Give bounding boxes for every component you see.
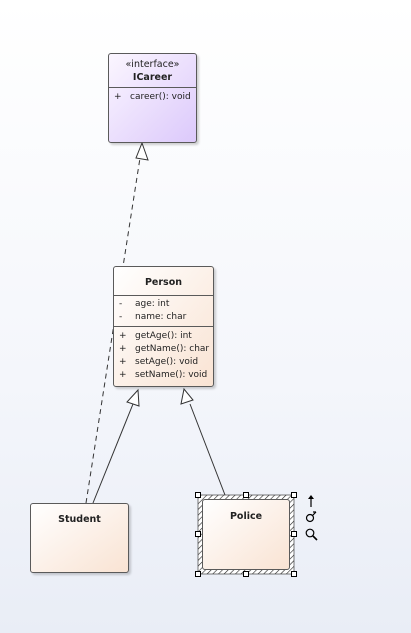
resize-handle-se[interactable] bbox=[291, 571, 297, 577]
resize-handle-s[interactable] bbox=[243, 571, 249, 577]
resize-handle-ne[interactable] bbox=[291, 492, 297, 498]
person-header: Person bbox=[114, 267, 213, 295]
operation-row[interactable]: + getAge(): int bbox=[114, 330, 213, 343]
attribute-row[interactable]: - name: char bbox=[114, 311, 213, 324]
icareer-operations: + career(): void bbox=[109, 87, 196, 104]
person-operations: + getAge(): int + getName(): char + setA… bbox=[114, 326, 213, 382]
resize-handle-n[interactable] bbox=[243, 492, 249, 498]
person-name: Person bbox=[144, 277, 183, 288]
police-class[interactable]: Police bbox=[202, 499, 290, 570]
generalization-police-person[interactable] bbox=[180, 387, 226, 496]
operation-text: getAge(): int bbox=[135, 331, 192, 341]
visibility-marker: + bbox=[114, 92, 122, 102]
visibility-marker: + bbox=[119, 357, 127, 367]
police-name: Police bbox=[229, 511, 263, 522]
operation-row[interactable]: + setName(): void bbox=[114, 369, 213, 382]
operation-text: setName(): void bbox=[135, 370, 208, 380]
person-class[interactable]: Person - age: int - name: char + getAge(… bbox=[113, 266, 214, 387]
visibility-marker: - bbox=[119, 312, 123, 322]
attribute-text: age: int bbox=[135, 299, 170, 309]
visibility-marker: + bbox=[119, 344, 127, 354]
operation-row[interactable]: + setAge(): void bbox=[114, 356, 213, 369]
attribute-text: name: char bbox=[135, 312, 187, 322]
resize-handle-e[interactable] bbox=[291, 531, 297, 537]
operation-row[interactable]: + career(): void bbox=[109, 91, 196, 104]
resize-handle-w[interactable] bbox=[195, 531, 201, 537]
resize-handle-nw[interactable] bbox=[195, 492, 201, 498]
icareer-interface[interactable]: «interface» ICareer + career(): void bbox=[108, 53, 197, 143]
icareer-header: «interface» ICareer bbox=[109, 54, 196, 87]
visibility-marker: - bbox=[119, 299, 123, 309]
operation-text: getName(): char bbox=[135, 344, 210, 354]
person-attributes: - age: int - name: char bbox=[114, 295, 213, 326]
visibility-marker: + bbox=[119, 331, 127, 341]
resize-handle-sw[interactable] bbox=[195, 571, 201, 577]
police-header: Police bbox=[203, 500, 289, 523]
student-name: Student bbox=[58, 514, 101, 525]
generalization-student-person[interactable] bbox=[92, 388, 140, 504]
operation-text: setAge(): void bbox=[135, 357, 199, 367]
student-header: Student bbox=[31, 504, 128, 526]
visibility-marker: + bbox=[119, 370, 127, 380]
attribute-row[interactable]: - age: int bbox=[114, 298, 213, 311]
icareer-stereotype: «interface» bbox=[125, 59, 180, 70]
icareer-name: ICareer bbox=[132, 72, 173, 83]
zoom-icon[interactable] bbox=[304, 527, 318, 541]
student-class[interactable]: Student bbox=[30, 503, 129, 573]
link-icon[interactable] bbox=[304, 510, 318, 524]
move-arrow-icon[interactable] bbox=[304, 494, 318, 508]
operation-row[interactable]: + getName(): char bbox=[114, 343, 213, 356]
operation-text: career(): void bbox=[130, 92, 191, 102]
